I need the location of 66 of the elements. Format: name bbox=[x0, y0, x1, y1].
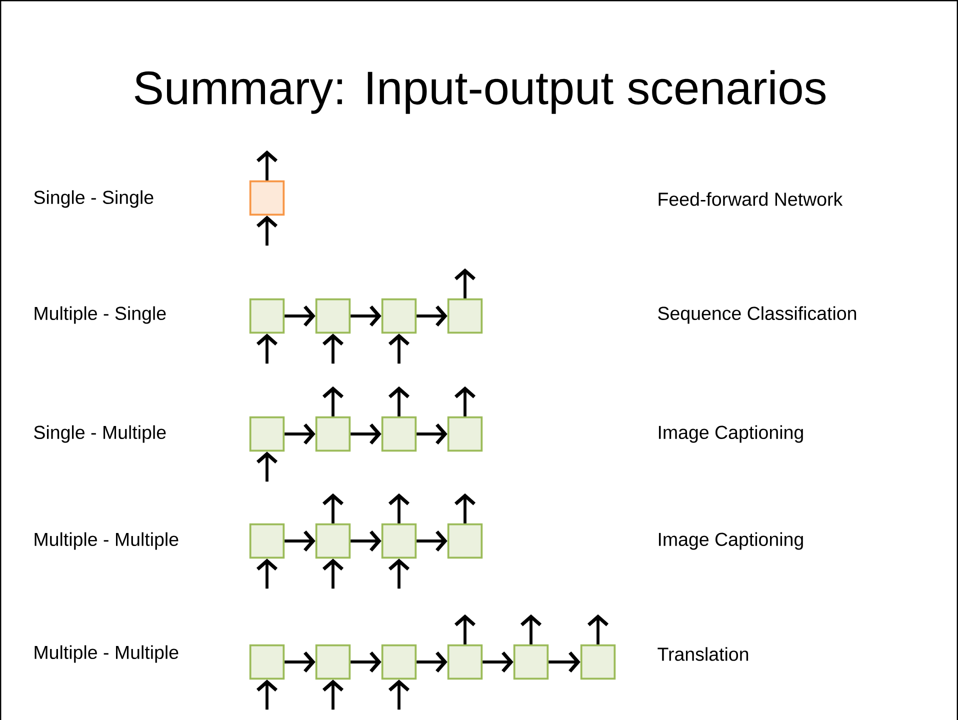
cell-box bbox=[447, 416, 483, 452]
cell-box bbox=[381, 298, 417, 334]
title: Summary: Input-output scenarios bbox=[134, 70, 826, 114]
model-label: Sequence Classification bbox=[658, 306, 856, 324]
cell-box bbox=[381, 644, 417, 680]
arrow bbox=[388, 334, 410, 364]
row-label: Single - Multiple bbox=[34, 425, 166, 443]
row-label: Multiple - Single bbox=[34, 306, 166, 324]
arrow bbox=[416, 651, 448, 673]
arrow bbox=[454, 614, 476, 644]
arrow bbox=[350, 423, 382, 445]
arrow bbox=[482, 651, 514, 673]
arrow bbox=[388, 493, 410, 524]
arrow bbox=[587, 614, 609, 644]
arrow bbox=[416, 305, 448, 327]
row-label: Single - Single bbox=[34, 190, 154, 208]
cell-box bbox=[249, 180, 285, 216]
arrow bbox=[322, 680, 344, 710]
arrow bbox=[256, 334, 278, 364]
cell-box bbox=[249, 298, 285, 334]
cell-box bbox=[315, 523, 351, 559]
arrow bbox=[548, 651, 580, 673]
arrow bbox=[322, 558, 344, 589]
cell-box bbox=[315, 416, 351, 452]
arrow bbox=[350, 651, 382, 673]
arrow bbox=[284, 651, 316, 673]
arrow bbox=[416, 530, 448, 552]
arrow bbox=[256, 452, 278, 482]
arrow bbox=[256, 216, 278, 246]
cell-box bbox=[447, 644, 483, 680]
cell-box bbox=[513, 644, 549, 680]
arrow bbox=[350, 530, 382, 552]
cell-box bbox=[249, 416, 285, 452]
arrow bbox=[454, 493, 476, 524]
cell-box bbox=[580, 644, 616, 680]
row-label: Multiple - Multiple bbox=[34, 645, 178, 663]
arrow bbox=[284, 423, 316, 445]
model-label: Image Captioning bbox=[658, 425, 803, 443]
cell-box bbox=[315, 644, 351, 680]
cell-box bbox=[381, 523, 417, 559]
arrow bbox=[388, 680, 410, 710]
arrow bbox=[284, 305, 316, 327]
arrow bbox=[256, 558, 278, 589]
cell-box bbox=[249, 644, 285, 680]
row-label: Multiple - Multiple bbox=[34, 532, 178, 550]
cell-box bbox=[381, 416, 417, 452]
model-label: Feed-forward Network bbox=[658, 192, 843, 206]
arrow bbox=[520, 614, 542, 644]
arrow bbox=[388, 558, 410, 589]
arrow bbox=[256, 150, 278, 180]
arrow bbox=[284, 530, 316, 552]
model-label: Image Captioning bbox=[658, 532, 803, 550]
arrow bbox=[350, 305, 382, 327]
arrow bbox=[322, 493, 344, 524]
cell-box bbox=[249, 523, 285, 559]
arrow bbox=[416, 423, 448, 445]
arrow bbox=[388, 386, 410, 416]
arrow bbox=[454, 386, 476, 416]
model-label: Translation bbox=[658, 647, 748, 661]
arrow bbox=[256, 680, 278, 710]
cell-box bbox=[315, 298, 351, 334]
arrow bbox=[322, 386, 344, 416]
arrow bbox=[454, 268, 476, 298]
cell-box bbox=[447, 298, 483, 334]
arrow bbox=[322, 334, 344, 364]
cell-box bbox=[447, 523, 483, 559]
